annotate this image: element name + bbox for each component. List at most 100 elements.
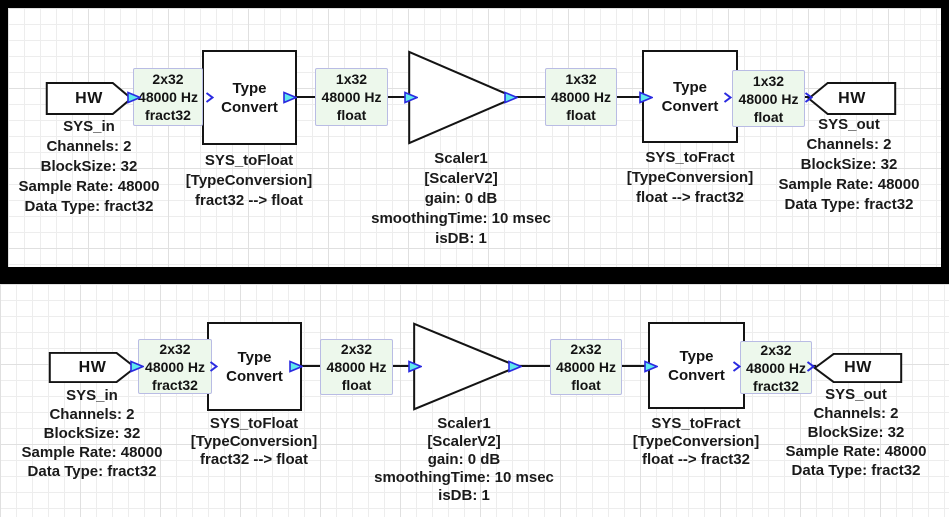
output-pin-icon[interactable] xyxy=(289,360,305,373)
wire-samplerate: 48000 Hz xyxy=(326,359,387,375)
block-conversion: fract32 --> float xyxy=(195,192,303,209)
block-class-name: [TypeConversion] xyxy=(632,433,760,450)
block-prop-samplerate: Sample Rate: 48000 xyxy=(778,176,920,193)
hw-block-shape-icon xyxy=(45,82,133,115)
wire-datatype: fract32 xyxy=(145,107,191,123)
wire-type-label[interactable]: 2x32 48000 Hz fract32 xyxy=(138,339,212,394)
wire-channels: 2x32 xyxy=(570,341,602,357)
wire-arrow-icon xyxy=(209,361,219,372)
block-class-name: [TypeConversion] xyxy=(190,433,318,450)
wire[interactable] xyxy=(386,96,410,98)
wire[interactable] xyxy=(620,365,650,367)
wire[interactable] xyxy=(300,365,325,367)
wire[interactable] xyxy=(391,365,416,367)
type-convert-block-1[interactable]: Type Convert xyxy=(202,50,297,145)
output-pin-icon[interactable] xyxy=(504,91,520,104)
type-convert-block-2[interactable]: Type Convert xyxy=(648,322,745,409)
wire-samplerate: 48000 Hz xyxy=(321,89,382,105)
wire-type-label[interactable]: 2x32 48000 Hz fract32 xyxy=(133,68,203,126)
type-convert-label: Type Convert xyxy=(661,78,719,115)
wire-arrow-icon xyxy=(804,92,814,103)
block-instance-name: SYS_toFract xyxy=(645,149,735,166)
hw-input-block[interactable]: HW xyxy=(48,352,137,383)
wire-channels: 2x32 xyxy=(760,341,792,358)
wire-type-label[interactable]: 1x32 48000 Hz float xyxy=(732,70,805,127)
scaler-caption: Scaler1 [ScalerV2] gain: 0 dB smoothingT… xyxy=(374,415,554,505)
type-convert-block-1[interactable]: Type Convert xyxy=(207,322,302,411)
type-convert-1-caption: SYS_toFloat [TypeConversion] fract32 -->… xyxy=(186,151,312,211)
block-prop-datatype: Data Type: fract32 xyxy=(24,198,154,215)
wire-channels: 2x32 xyxy=(159,340,191,357)
wire[interactable] xyxy=(615,96,646,98)
wire[interactable] xyxy=(295,96,319,98)
type-convert-1-caption: SYS_toFloat [TypeConversion] fract32 -->… xyxy=(191,415,317,469)
wire-datatype: fract32 xyxy=(753,377,799,394)
scaler-triangle-icon xyxy=(407,50,517,145)
wire-samplerate: 48000 Hz xyxy=(738,90,799,107)
wire-datatype: float xyxy=(753,108,784,125)
wire[interactable] xyxy=(801,96,810,98)
block-prop-blocksize: BlockSize: 32 xyxy=(807,424,905,441)
input-pin-icon[interactable] xyxy=(404,91,420,104)
block-prop-channels: Channels: 2 xyxy=(46,138,132,155)
output-pin-icon[interactable] xyxy=(283,91,299,104)
block-param-gain: gain: 0 dB xyxy=(427,451,501,468)
block-instance-name: SYS_out xyxy=(818,116,880,133)
output-pin-icon[interactable] xyxy=(508,360,524,373)
wire-samplerate: 48000 Hz xyxy=(746,359,806,376)
block-prop-samplerate: Sample Rate: 48000 xyxy=(18,178,160,195)
scaler-triangle-icon xyxy=(412,322,520,411)
wire-channels: 2x32 xyxy=(152,71,184,87)
block-param-isdb: isDB: 1 xyxy=(435,230,487,247)
input-pin-icon[interactable] xyxy=(644,360,660,373)
hw-output-label: HW xyxy=(838,89,866,107)
block-instance-name: SYS_in xyxy=(63,118,115,135)
type-convert-2-caption: SYS_toFract [TypeConversion] float --> f… xyxy=(627,148,753,208)
hw-output-caption: SYS_out Channels: 2 BlockSize: 32 Sample… xyxy=(786,385,927,480)
wire-type-label[interactable]: 1x32 48000 Hz float xyxy=(315,68,388,126)
wire-arrow-icon xyxy=(723,92,733,103)
wire-channels: 2x32 xyxy=(340,341,373,357)
block-conversion: float --> fract32 xyxy=(636,189,744,206)
block-conversion: float --> fract32 xyxy=(642,451,750,468)
wire-type-label[interactable]: 2x32 48000 Hz float xyxy=(550,339,622,395)
hw-output-block[interactable]: HW xyxy=(813,353,903,383)
block-param-isdb: isDB: 1 xyxy=(438,487,490,504)
hw-block-shape-icon xyxy=(48,352,137,383)
output-pin-icon[interactable] xyxy=(127,91,143,104)
hw-input-label: HW xyxy=(78,358,107,376)
wire-samplerate: 48000 Hz xyxy=(551,89,611,105)
block-prop-datatype: Data Type: fract32 xyxy=(791,462,921,479)
hw-input-block[interactable]: HW xyxy=(45,82,133,115)
type-convert-label: Type Convert xyxy=(668,347,725,384)
wire-datatype: fract32 xyxy=(152,376,198,393)
wire-arrow-icon xyxy=(806,361,816,372)
block-param-smoothing: smoothingTime: 10 msec xyxy=(371,210,551,227)
wire-channels: 1x32 xyxy=(752,72,785,89)
wire[interactable] xyxy=(518,365,553,367)
wire-channels: 1x32 xyxy=(335,71,368,87)
block-instance-name: SYS_out xyxy=(825,386,887,403)
block-instance-name: SYS_toFloat xyxy=(209,415,299,432)
block-instance-name: SYS_toFloat xyxy=(204,152,294,169)
scaler-block[interactable] xyxy=(407,50,517,145)
wire-samplerate: 48000 Hz xyxy=(556,359,616,375)
block-instance-name: Scaler1 xyxy=(437,415,491,432)
output-pin-icon[interactable] xyxy=(130,360,146,373)
wire-samplerate: 48000 Hz xyxy=(138,89,198,105)
block-param-gain: gain: 0 dB xyxy=(424,190,498,207)
input-pin-icon[interactable] xyxy=(639,91,655,104)
type-convert-label: Type Convert xyxy=(221,79,278,116)
block-prop-blocksize: BlockSize: 32 xyxy=(43,425,141,442)
wire-arrow-icon xyxy=(732,361,742,372)
wire-datatype: float xyxy=(336,107,367,123)
wire-type-label[interactable]: 2x32 48000 Hz float xyxy=(320,339,393,395)
scaler-block[interactable] xyxy=(412,322,520,411)
wire-type-label[interactable]: 1x32 48000 Hz float xyxy=(545,68,617,126)
block-class-name: [ScalerV2] xyxy=(427,433,501,450)
input-pin-icon[interactable] xyxy=(408,360,424,373)
wire-type-label[interactable]: 2x32 48000 Hz fract32 xyxy=(740,341,812,394)
type-convert-2-caption: SYS_toFract [TypeConversion] float --> f… xyxy=(633,415,759,469)
hw-output-block[interactable]: HW xyxy=(807,82,897,115)
wire[interactable] xyxy=(513,96,548,98)
